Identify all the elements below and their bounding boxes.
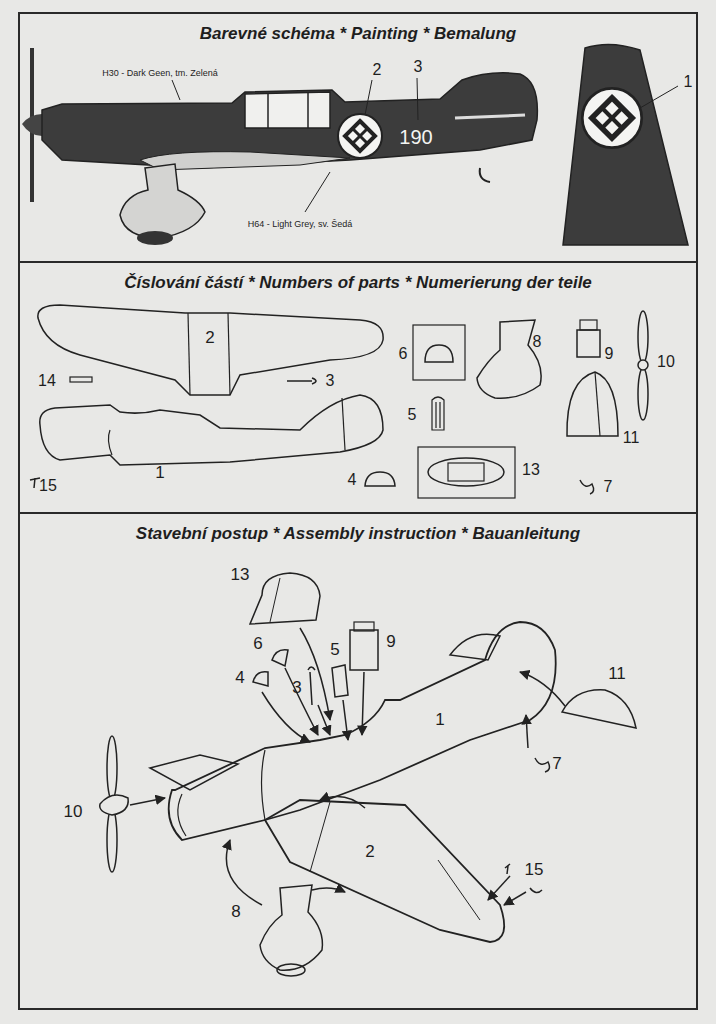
callout-number: 8 (231, 903, 240, 920)
paint-note: H64 - Light Grey, sv. Šedá (248, 220, 353, 229)
callout-number: 7 (552, 755, 561, 772)
callout-number: 9 (605, 346, 614, 362)
callout-number: 6 (399, 346, 408, 362)
callout-number: 4 (235, 669, 244, 686)
section-panel: Číslování částí * Numbers of parts * Num… (18, 261, 698, 514)
callout-number: 3 (326, 373, 335, 389)
callout-number: 3 (292, 679, 301, 696)
callout-number: 1 (155, 464, 164, 481)
section-heading: Barevné schéma * Painting * Bemalung (20, 24, 696, 44)
callout-number: 6 (253, 635, 262, 652)
callout-number: 13 (231, 566, 250, 583)
callout-number: 1 (435, 711, 444, 728)
section-heading: Stavební postup * Assembly instruction *… (20, 524, 696, 544)
section-panel: Stavební postup * Assembly instruction *… (18, 512, 698, 1010)
callout-number: 9 (386, 633, 395, 650)
callout-number: 1 (684, 74, 693, 90)
callout-number: 190 (399, 127, 432, 147)
callout-number: 11 (623, 430, 640, 446)
callout-number: 7 (604, 479, 613, 495)
section-heading: Číslování částí * Numbers of parts * Num… (20, 273, 696, 293)
callout-number: 10 (657, 354, 675, 370)
callout-number: 13 (522, 462, 540, 478)
callout-number: 8 (533, 334, 542, 350)
callout-number: 2 (205, 329, 214, 346)
callout-number: 15 (39, 478, 57, 494)
callout-number: 14 (38, 373, 56, 389)
callout-number: 11 (608, 665, 626, 682)
callout-number: 4 (348, 472, 357, 488)
callout-number: 3 (414, 59, 423, 75)
callout-number: 2 (365, 843, 374, 860)
callout-number: 5 (408, 407, 417, 423)
callout-number: 10 (64, 803, 83, 820)
callout-number: 2 (373, 62, 382, 78)
callout-number: 15 (525, 861, 544, 878)
paint-note: H30 - Dark Geen, tm. Zelená (102, 69, 218, 78)
callout-number: 5 (330, 641, 339, 658)
section-panel: Barevné schéma * Painting * Bemalung (18, 12, 698, 263)
